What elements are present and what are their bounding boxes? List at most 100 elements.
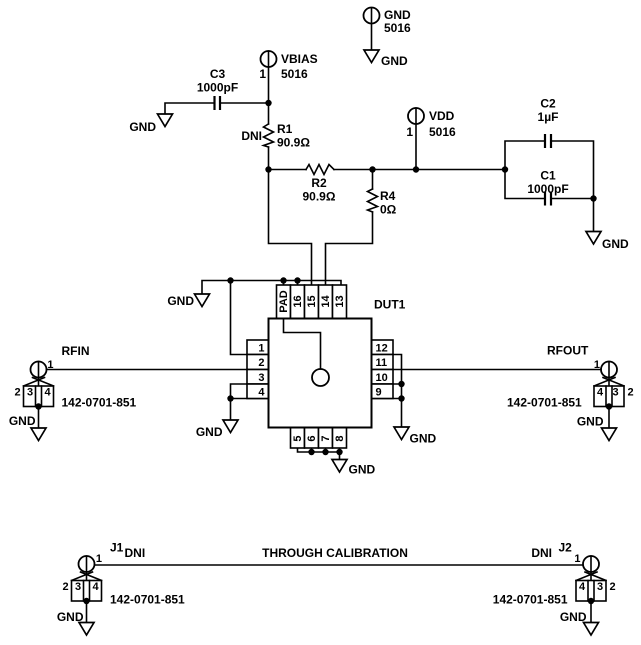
rfout-pin1-circle (600, 360, 618, 379)
gnd-label: GND (602, 237, 629, 251)
junction-dot (605, 403, 613, 410)
resistor-r4-symbol (365, 187, 380, 214)
dut-pin-label-14: 14 (320, 295, 332, 308)
rfout-body-dividers (605, 385, 613, 408)
j1-ref: J1 (110, 541, 124, 555)
tp-vdd-label: VDD (429, 109, 455, 123)
rfin-pin1-circle (29, 360, 48, 379)
j2-cell-3: 3 (597, 581, 603, 593)
r4-ref: R4 (380, 189, 396, 203)
rfout-cell-3: 3 (612, 387, 618, 399)
dut-pin-label-7: 7 (320, 435, 332, 441)
dut-pin-label-10: 10 (376, 372, 388, 384)
resistor-r1-symbol (260, 122, 276, 148)
gnd-symbol-rfin (29, 427, 48, 443)
tp-vbias-part: 5016 (281, 67, 308, 81)
j2-pin1-circle (582, 555, 600, 573)
gnd-label: GND (9, 414, 36, 428)
gnd-symbol-c3 (155, 113, 175, 129)
capacitor-c2-symbol (543, 134, 553, 148)
testpoint-gnd-icon (362, 6, 381, 25)
junction-dot (35, 403, 42, 410)
gnd-symbol-dut-bottom (330, 458, 349, 474)
gnd-symbol-j1 (77, 621, 96, 637)
dut-ref: DUT1 (374, 298, 406, 312)
dut-pad-internal-wire (282, 317, 322, 370)
junction-dot (369, 166, 376, 173)
dut-pin-label-4: 4 (258, 387, 265, 399)
dut-package (246, 284, 394, 449)
junction-dot (265, 166, 272, 173)
dut-pin-label-16: 16 (292, 295, 304, 307)
through-calibration-label: THROUGH CALIBRATION (262, 546, 408, 560)
rfout-cell-2: 2 (627, 387, 633, 399)
j1-cell-3: 3 (75, 581, 81, 593)
j1-body-dividers (82, 579, 91, 602)
tp-vbias-pin: 1 (259, 67, 266, 81)
j2-cell-2: 2 (609, 581, 615, 593)
j1-dni-label: DNI (125, 546, 146, 560)
gnd-symbol-top-testpoint (362, 49, 381, 65)
dut-pin-label-3: 3 (258, 372, 264, 384)
r4-value: 0Ω (380, 203, 397, 217)
dut-pin-label-5: 5 (292, 435, 304, 441)
junction-dot (294, 277, 301, 284)
dut-pin-label-13: 13 (334, 295, 346, 307)
r2-value: 90.9Ω (303, 190, 336, 204)
gnd-symbol-rfout (599, 427, 619, 443)
r1-ref: R1 (277, 122, 293, 136)
c2-value: 1µF (538, 110, 559, 124)
j1-pin1-circle (77, 555, 96, 573)
dut-pin-label-15: 15 (306, 295, 318, 307)
c1-ref: C1 (540, 169, 556, 183)
j2-dni-label: DNI (531, 546, 552, 560)
junction-dot (308, 448, 315, 456)
gnd-label: GND (167, 294, 194, 308)
j2-part-number: 142-0701-851 (493, 593, 568, 607)
j1-part-number: 142-0701-851 (110, 593, 185, 607)
dut-pin-label-12: 12 (376, 343, 388, 355)
rfin-cell-4: 4 (44, 387, 51, 399)
rfout-cell-4: 4 (597, 387, 604, 399)
wires-top-section (164, 7, 595, 286)
junction-dot (412, 166, 420, 173)
rfin-cell-3: 3 (27, 387, 33, 399)
rfin-wings (22, 376, 55, 388)
junction-dot (398, 380, 405, 388)
dut-pin-label-9: 9 (376, 387, 382, 399)
dut-exposed-pad-icon (311, 368, 330, 387)
j1-wings (70, 570, 103, 582)
junction-dot (587, 597, 595, 605)
junction-dot (501, 166, 509, 173)
gnd-symbol-dut-left (221, 419, 240, 435)
gnd-symbol-rail (192, 293, 212, 309)
junction-dot (227, 277, 234, 284)
tp-vbias-label: VBIAS (281, 52, 318, 66)
tp-gnd-part: 5016 (384, 21, 411, 35)
dut-pin-label-6: 6 (306, 435, 318, 441)
j2-wings (574, 570, 608, 582)
r2-ref: R2 (311, 176, 327, 190)
rfout-label: RFOUT (547, 344, 589, 358)
gnd-label: GND (57, 610, 84, 624)
j1-cell-2: 2 (62, 581, 68, 593)
rfout-part-number: 142-0701-851 (507, 396, 582, 410)
rfin-pin1-label: 1 (47, 359, 53, 371)
junction-dots (35, 99, 613, 605)
gnd-symbol-dut-right (392, 426, 411, 442)
junction-dot (398, 395, 405, 402)
gnd-label: GND (381, 54, 408, 68)
rfin-part-number: 142-0701-851 (62, 396, 137, 410)
rfin-label: RFIN (62, 344, 90, 358)
rfin-cell-2: 2 (14, 387, 20, 399)
dut-pin-label-1: 1 (258, 343, 264, 355)
rfin-connector-icon (22, 360, 55, 408)
junction-dot (227, 395, 234, 402)
gnd-label: GND (349, 463, 376, 477)
r1-value: 90.9Ω (277, 136, 310, 150)
j2-ref: J2 (559, 541, 573, 555)
gnd-label: GND (577, 415, 604, 429)
c3-value: 1000pF (197, 81, 238, 95)
j1-pin1-label: 1 (96, 553, 102, 565)
